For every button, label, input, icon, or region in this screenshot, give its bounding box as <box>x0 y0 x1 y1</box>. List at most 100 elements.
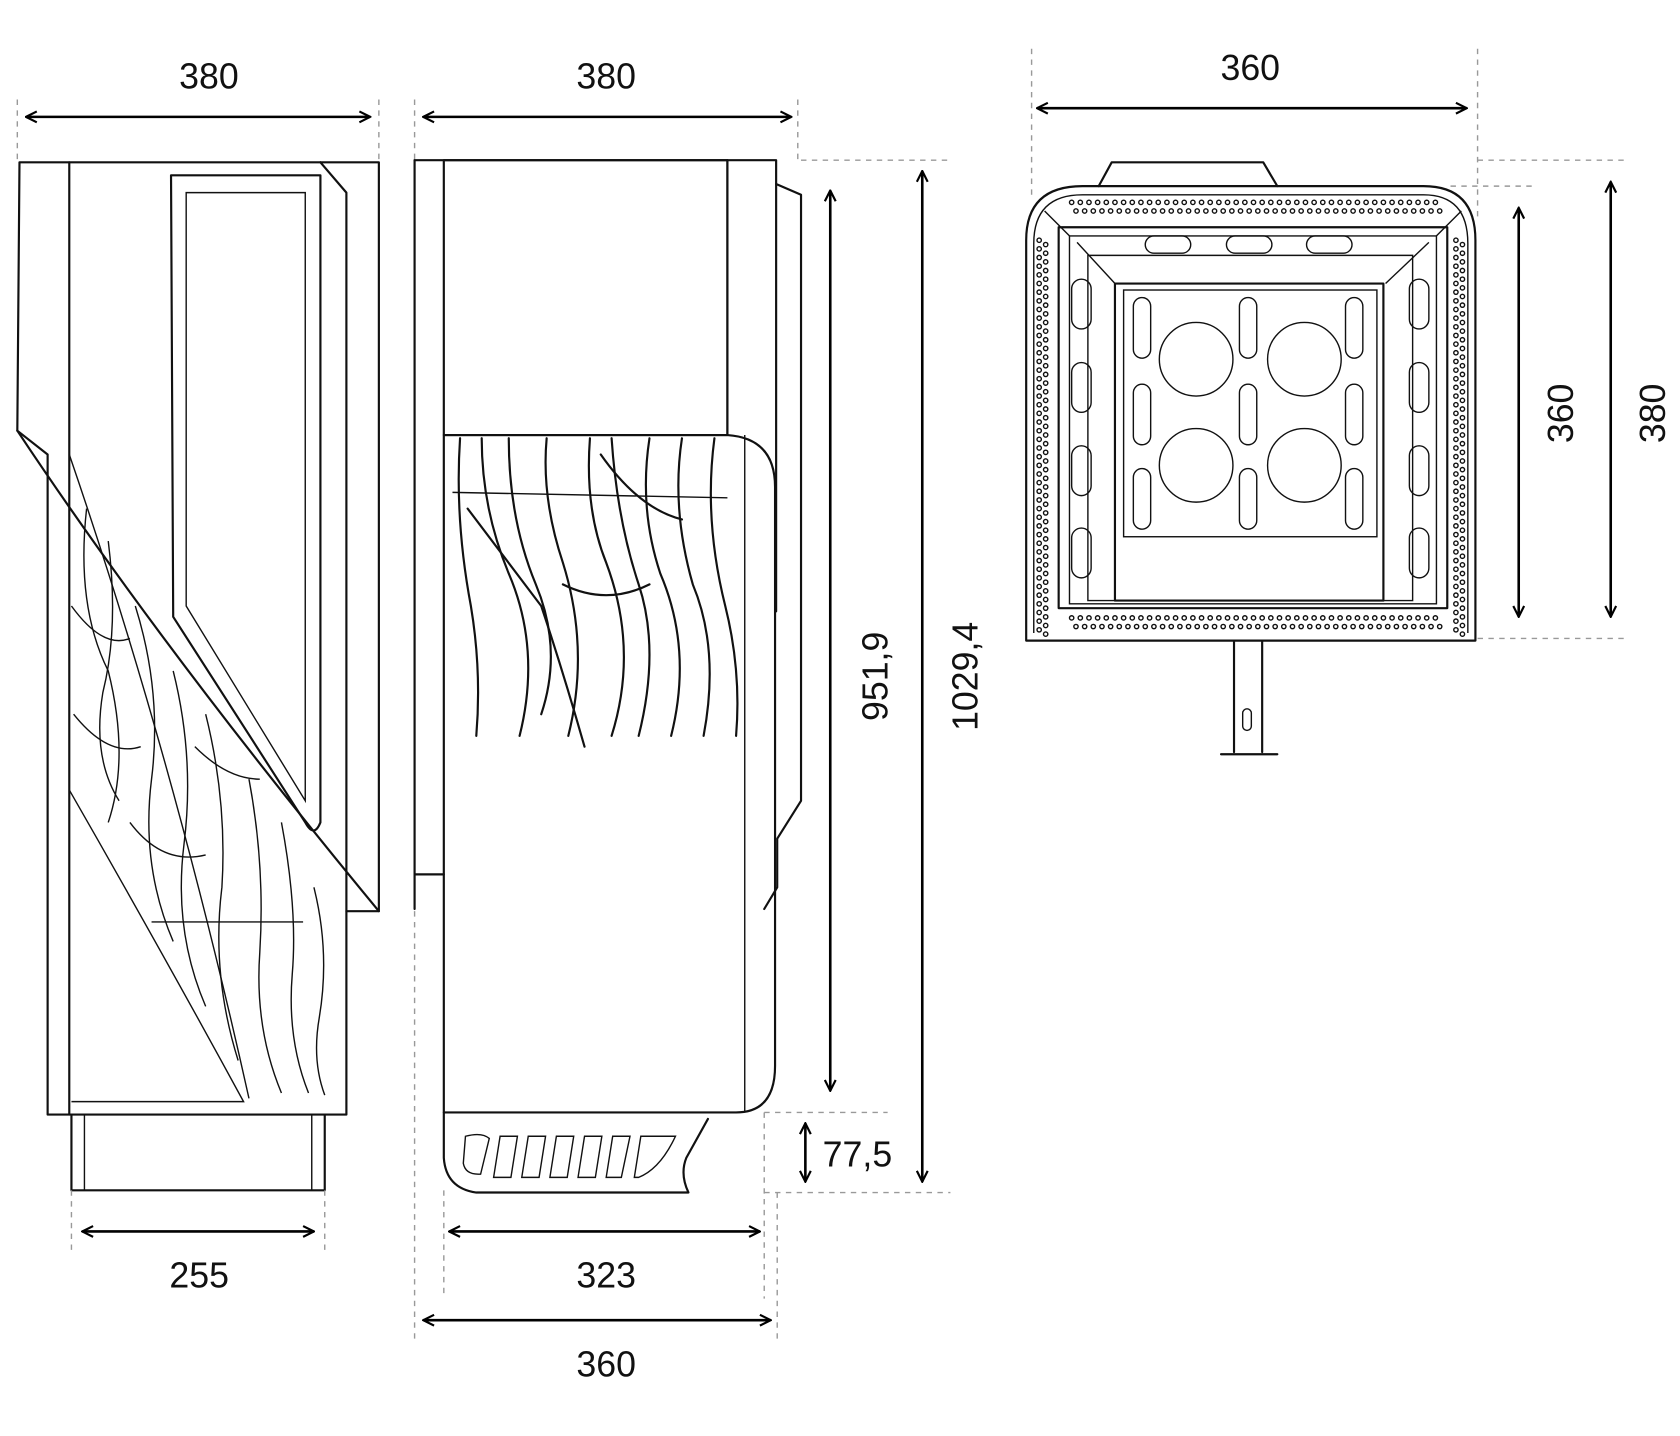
perforation-hole <box>1042 406 1049 412</box>
slot <box>1408 527 1430 579</box>
perforation-hole <box>1453 297 1459 304</box>
perforation-hole <box>1376 623 1382 630</box>
perforation-hole <box>1142 623 1149 630</box>
perforation-hole <box>1453 626 1459 633</box>
perforation-hole <box>1453 246 1459 252</box>
slot <box>1408 278 1430 330</box>
perforation-hole <box>1459 536 1466 542</box>
perforation-hole <box>1112 615 1118 621</box>
perforation-hole <box>1459 527 1466 534</box>
perforation-hole <box>1036 419 1043 425</box>
perforation-hole <box>1228 623 1235 630</box>
perforation-hole <box>1358 623 1365 630</box>
perforation-hole <box>1042 380 1049 386</box>
perforation-hole <box>1315 623 1322 630</box>
perforation-hole <box>1280 623 1287 630</box>
perforation-hole <box>1042 371 1049 378</box>
perforation-hole <box>1453 375 1459 382</box>
perforation-hole <box>1142 208 1149 214</box>
perforation-hole <box>1237 208 1244 214</box>
perforation-hole <box>1042 354 1049 360</box>
perforation-hole <box>1276 615 1283 621</box>
perforation-hole <box>1345 615 1352 621</box>
perforation-hole <box>1203 208 1209 214</box>
perforation-hole <box>1036 471 1043 477</box>
perforation-hole <box>1459 631 1466 638</box>
perforation-hole <box>1036 323 1043 330</box>
perforation-hole <box>1459 310 1466 317</box>
perforation-hole <box>1298 623 1305 630</box>
perforation-hole <box>1337 199 1343 206</box>
perforation-hole <box>1224 615 1231 621</box>
perforation-hole <box>1073 623 1079 630</box>
perforation-hole <box>1459 319 1466 326</box>
perforation-hole <box>1459 328 1466 335</box>
perforation-hole <box>1133 623 1140 630</box>
perforation-hole <box>1306 623 1313 630</box>
perforation-hole <box>1151 623 1157 630</box>
perforation-hole <box>1453 306 1459 313</box>
perforation-hole <box>1036 626 1043 633</box>
perforation-hole <box>1453 471 1459 477</box>
perforation-hole <box>1036 246 1043 252</box>
perforation-hole <box>1036 600 1043 607</box>
perforation-hole <box>1459 259 1466 265</box>
perforation-hole <box>1036 410 1043 417</box>
perforation-hole <box>1042 440 1049 447</box>
perforation-hole <box>1036 618 1043 625</box>
perforation-hole <box>1036 566 1043 573</box>
perforation-hole <box>1453 488 1459 495</box>
perforation-hole <box>1086 199 1092 206</box>
perforation-hole <box>1459 562 1466 568</box>
perforation-hole <box>1042 536 1049 542</box>
perforation-hole <box>1036 557 1043 564</box>
slot <box>1408 361 1430 413</box>
perforation-hole <box>1459 622 1466 629</box>
perforation-hole <box>1042 458 1049 464</box>
perforation-hole <box>1389 615 1395 621</box>
perforation-hole <box>1042 622 1049 629</box>
perforation-hole <box>1453 574 1459 581</box>
perforation-hole <box>1042 293 1049 300</box>
dimension-front-width-top: 380 <box>179 57 239 97</box>
perforation-hole <box>1380 199 1387 206</box>
perforation-hole <box>1036 271 1043 278</box>
perforation-hole <box>1164 199 1170 206</box>
perforation-hole <box>1415 615 1421 621</box>
perforation-hole <box>1453 566 1459 573</box>
perforation-hole <box>1453 523 1459 529</box>
perforation-hole <box>1237 623 1244 630</box>
perforation-hole <box>1324 623 1330 630</box>
perforation-hole <box>1453 315 1459 322</box>
perforation-hole <box>1453 341 1459 347</box>
perforation-hole <box>1254 208 1261 214</box>
perforation-hole <box>1042 423 1049 430</box>
slot <box>1070 278 1092 330</box>
perforation-hole <box>1042 501 1049 508</box>
perforation-hole <box>1436 623 1443 630</box>
perforation-hole <box>1363 199 1369 206</box>
perforation-hole <box>1215 199 1222 206</box>
perforation-hole <box>1042 527 1049 534</box>
perforation-hole <box>1042 362 1049 369</box>
top-view: 360 360 380 <box>1025 48 1673 756</box>
perforation-hole <box>1453 549 1459 555</box>
perforation-hole <box>1036 453 1043 460</box>
perforation-hole <box>1453 237 1459 244</box>
perforation-hole <box>1453 445 1459 451</box>
perforation-hole <box>1164 615 1170 621</box>
perforation-hole <box>1397 615 1404 621</box>
perforation-hole <box>1459 553 1466 560</box>
side-wave-pattern <box>457 437 739 748</box>
perforation-hole <box>1198 199 1205 206</box>
perforation-hole <box>1125 623 1131 630</box>
perforation-hole <box>1042 397 1049 404</box>
perforation-hole <box>1036 358 1043 365</box>
perforation-hole <box>1233 199 1240 206</box>
perforation-hole <box>1207 199 1214 206</box>
perforation-hole <box>1090 208 1097 214</box>
perforation-hole <box>1453 427 1459 434</box>
perforation-hole <box>1337 615 1343 621</box>
perforation-hole <box>1406 615 1413 621</box>
front-base <box>70 1113 326 1192</box>
